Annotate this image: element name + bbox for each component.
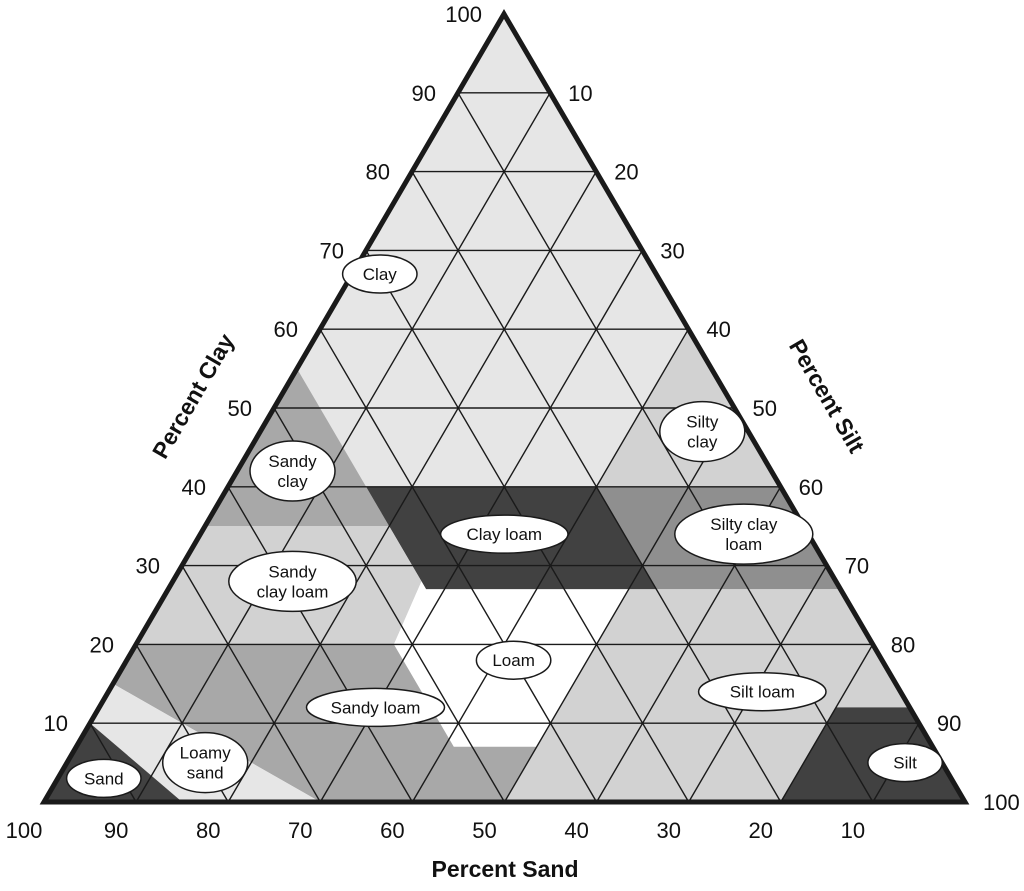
clay-axis-title: Percent Clay (147, 329, 239, 463)
silt-tick-label: 40 (706, 317, 730, 342)
label-ellipse (65, 758, 142, 799)
sand-tick-label: 60 (380, 818, 404, 843)
tick-labels: 10 20 30 40 50 60 70 80 90 100 10 20 30 40 50 60 70 80 90 1… (6, 2, 1020, 843)
silt-axis-title: Percent Silt (784, 335, 870, 458)
sand-axis-title: Percent Sand (432, 856, 579, 882)
sand-tick-label: 10 (841, 818, 865, 843)
label-text: Silty clay (710, 515, 778, 534)
sand-tick-label: 20 (749, 818, 773, 843)
label-ellipse (305, 687, 446, 728)
grid-line (503, 407, 736, 803)
label-sand: Sand (65, 758, 142, 799)
silt-tick-label: 90 (937, 711, 961, 736)
sand-tick-label: 100 (6, 818, 43, 843)
silt-tick-label: 30 (660, 238, 684, 263)
label-text: Silty (686, 413, 719, 432)
clay-tick-label: 80 (366, 160, 390, 185)
sand-tick-label: 30 (656, 818, 680, 843)
clay-tick-label: 20 (90, 632, 114, 657)
sand-tick-label: 40 (564, 818, 588, 843)
label-text: Clay (363, 265, 398, 284)
label-ellipse (249, 440, 336, 502)
clay-tick-label: 40 (182, 475, 206, 500)
label-ellipse (475, 640, 552, 680)
label-text: Sandy (268, 452, 317, 471)
label-text: Silt (893, 754, 917, 773)
label-ellipse (659, 400, 746, 463)
label-ellipse (161, 731, 249, 794)
label-loam: Loam (475, 640, 552, 680)
sand-tick-label: 80 (196, 818, 220, 843)
grid-line (181, 565, 321, 803)
clay-tick-label: 10 (44, 711, 68, 736)
sand-tick-label: 50 (472, 818, 496, 843)
label-sandy-loam: Sandy loam (305, 687, 446, 728)
clay-tick-label: 90 (412, 81, 436, 106)
label-silt: Silt (867, 742, 944, 783)
label-text: clay loam (257, 582, 329, 601)
label-text: Sand (84, 769, 124, 788)
silt-tick-label: 20 (614, 160, 638, 185)
grid-line (780, 644, 874, 803)
label-clay-loam: Clay loam (439, 514, 569, 554)
silt-tick-label: 70 (845, 554, 869, 579)
label-ellipse (341, 254, 418, 294)
label-ellipse (867, 742, 944, 783)
label-clay: Clay (341, 254, 418, 294)
label-text: clay (277, 472, 308, 491)
silt-tick-label: 60 (799, 475, 823, 500)
clay-tick-label: 30 (136, 554, 160, 579)
clay-tick-label: 100 (445, 2, 482, 27)
label-text: loam (725, 535, 762, 554)
label-text: Silt loam (730, 683, 795, 702)
label-text: clay (687, 433, 718, 452)
label-silt-loam: Silt loam (697, 671, 827, 712)
silt-tick-label: 100 (983, 790, 1020, 815)
silt-tick-label: 10 (568, 81, 592, 106)
label-ellipse (439, 514, 569, 554)
label-text: Clay loam (467, 525, 543, 544)
label-text: sand (187, 764, 224, 783)
triangle-outline (39, 9, 970, 805)
grid-line (227, 486, 414, 803)
sand-tick-label: 70 (288, 818, 312, 843)
grid-line (135, 92, 551, 803)
clay-tick-label: 60 (274, 317, 298, 342)
label-ellipse (697, 671, 827, 712)
clay-tick-label: 50 (228, 396, 252, 421)
silt-tick-label: 50 (753, 396, 777, 421)
label-text: Sandy (268, 562, 317, 581)
label-ellipse (228, 550, 357, 613)
sand-tick-label: 90 (104, 818, 128, 843)
label-ellipse (674, 503, 814, 565)
silt-tick-label: 80 (891, 632, 915, 657)
label-text: Loamy (180, 744, 232, 763)
label-text: Loam (492, 651, 535, 670)
label-text: Sandy loam (331, 698, 421, 717)
clay-tick-label: 70 (320, 238, 344, 263)
